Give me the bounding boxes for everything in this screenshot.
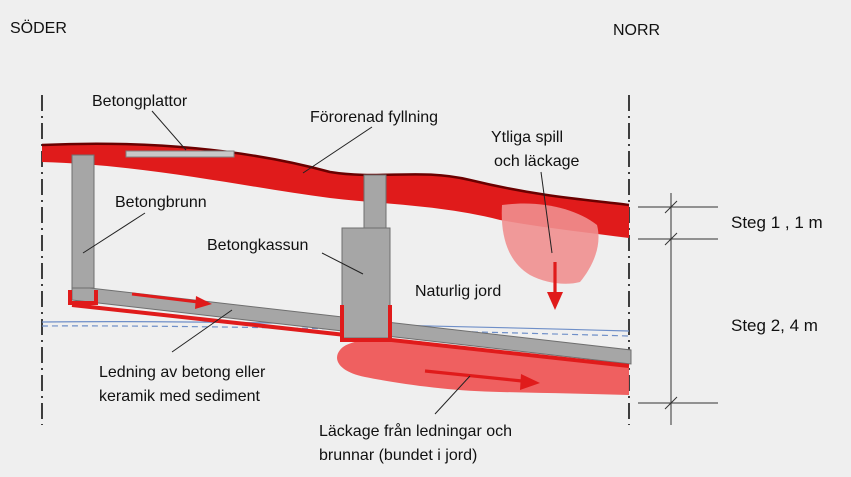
north-label: NORR <box>613 22 660 39</box>
leader-concrete-caisson <box>321 252 364 275</box>
caisson-body <box>341 227 391 339</box>
surface-spill-label-2: och läckage <box>494 153 579 170</box>
plume-flow-arrow-shaft <box>424 369 523 383</box>
concrete-well-shaft <box>71 154 95 289</box>
spill-down-arrow-head <box>547 292 563 310</box>
pipe-flow-arrow-shaft <box>131 292 199 304</box>
dim-slash-bottom <box>664 396 678 410</box>
concrete-well-bottom <box>68 290 98 305</box>
contaminated-fill-label: Förorenad fyllning <box>310 109 438 126</box>
leader-leakage <box>434 375 471 415</box>
south-label: SÖDER <box>10 19 67 37</box>
leader-concrete-well <box>82 212 146 254</box>
leader-contaminated-fill <box>302 126 373 174</box>
dim-slash-top <box>664 200 678 214</box>
step1-label: Steg 1 , 1 m <box>731 213 823 232</box>
concrete-caisson-label: Betongkassun <box>207 237 308 254</box>
caisson-bottom <box>340 305 392 342</box>
leakage-label-2: brunnar (bundet i jord) <box>319 447 477 464</box>
pipe-label-1: Ledning av betong eller <box>99 364 266 381</box>
natural-soil-label: Naturlig jord <box>415 283 501 300</box>
pipe-leakage-plume <box>337 338 629 395</box>
concrete-slab <box>125 150 235 158</box>
pipe-label-2: keramik med sediment <box>99 388 261 405</box>
concrete-slabs-label: Betongplattor <box>92 93 188 110</box>
step2-label: Steg 2, 4 m <box>731 316 818 335</box>
leader-concrete-slabs <box>151 110 187 151</box>
pipe-flow-arrow-head <box>195 296 212 309</box>
leakage-label-1: Läckage från ledningar och <box>319 422 512 440</box>
dim-slash-mid <box>664 232 678 246</box>
surface-spill-label-1: Ytliga spill <box>491 129 563 146</box>
surface-spill-plume <box>501 203 599 284</box>
plume-flow-arrow-head <box>520 374 540 390</box>
leader-pipe <box>171 309 233 353</box>
concrete-well-label: Betongbrunn <box>115 194 207 211</box>
leader-surface-spill <box>540 171 553 254</box>
caisson-neck <box>363 174 387 229</box>
contaminated-fill-layer <box>42 143 629 238</box>
